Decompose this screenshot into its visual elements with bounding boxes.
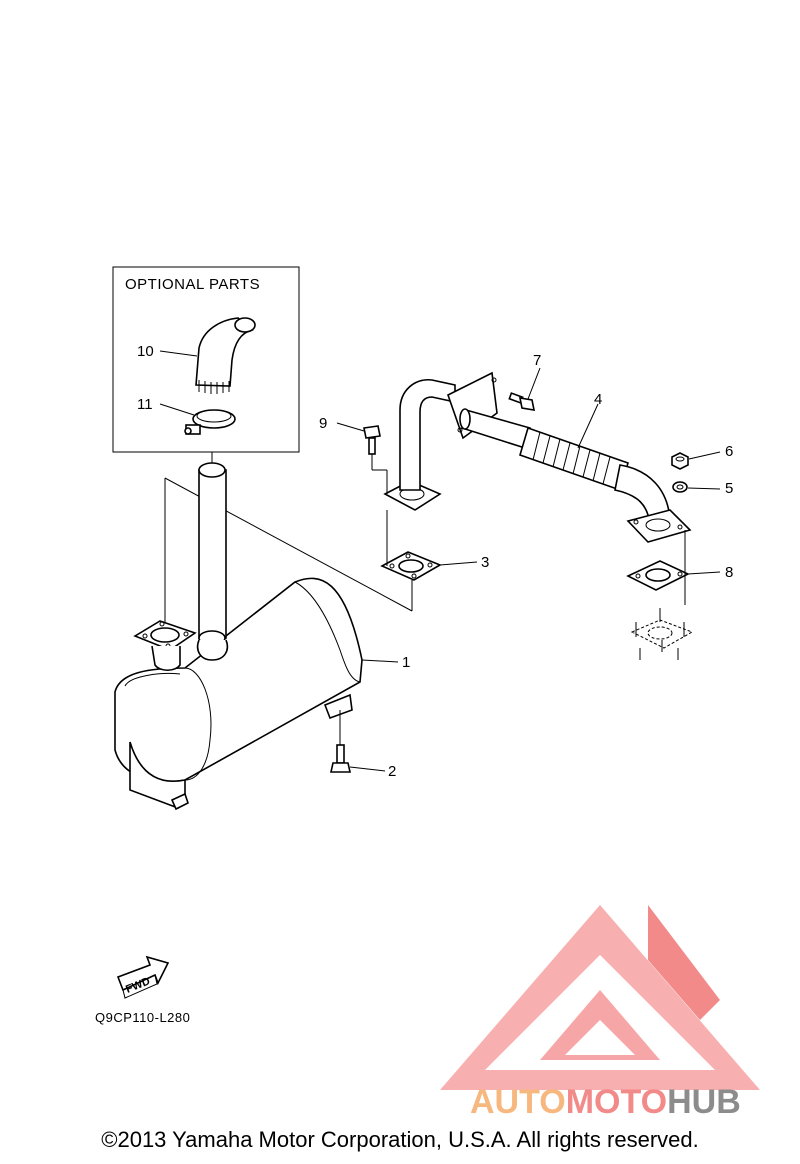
clamp-part: [184, 409, 236, 435]
bolt-part-7: [508, 367, 541, 411]
callout-6: 6: [725, 443, 733, 460]
callout-11: 11: [137, 396, 153, 413]
callout-10: 10: [137, 343, 154, 360]
gasket-part-8: [626, 530, 721, 605]
watermark-auto: AUTO: [470, 1083, 566, 1121]
callout-3: 3: [481, 554, 489, 571]
watermark-logo: [440, 905, 760, 1090]
optional-parts-box: OPTIONAL PARTS: [112, 266, 300, 453]
flex-bellows: [519, 426, 629, 492]
callout-7: 7: [533, 352, 541, 369]
nut-part-6: [671, 451, 721, 470]
watermark-hub: HUB: [667, 1083, 741, 1121]
gasket-part-3: [380, 510, 478, 581]
bolt-part-2: [330, 710, 386, 773]
copyright-notice: ©2013 Yamaha Motor Corporation, U.S.A. A…: [101, 1127, 699, 1152]
optional-parts-title: OPTIONAL PARTS: [125, 276, 260, 293]
svg-text:AUTOMOTOHUB: AUTOMOTOHUB: [470, 1083, 741, 1121]
exhaust-tip-part: [195, 317, 256, 394]
washer-part-5: [672, 481, 721, 493]
watermark-text: AUTOMOTOHUB: [470, 1083, 741, 1121]
callout-1: 1: [402, 654, 410, 671]
callout-2: 2: [388, 763, 396, 780]
forward-arrow-icon: FWD: [116, 955, 170, 999]
engine-studs: [630, 608, 694, 660]
callout-5: 5: [725, 480, 733, 497]
diagram-code: Q9CP110-L280: [95, 1010, 190, 1025]
muffler-part: [114, 462, 363, 811]
bolt-part-9: [336, 422, 388, 494]
watermark-moto: MOTO: [566, 1083, 667, 1121]
exhaust-pipe-assembly: [383, 371, 692, 543]
callout-9: 9: [319, 415, 327, 432]
callout-8: 8: [725, 564, 733, 581]
callout-4: 4: [594, 391, 602, 408]
